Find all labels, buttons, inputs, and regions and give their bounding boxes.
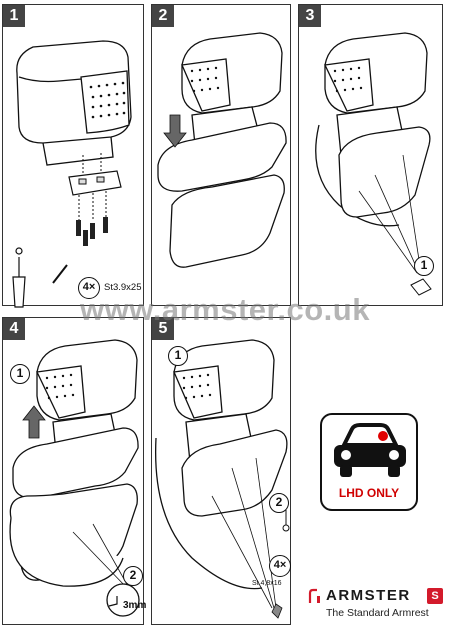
armrest-illustration <box>154 339 290 619</box>
step-number: 2 <box>152 5 174 27</box>
quantity-badge: 4× <box>269 555 291 577</box>
quantity-badge: 4× <box>78 277 100 299</box>
car-icon <box>334 423 406 477</box>
armrest-illustration <box>9 339 140 617</box>
armster-logo-icon <box>308 588 320 603</box>
step-number: 4 <box>3 318 25 340</box>
brand-badge: S <box>427 588 443 604</box>
callout-2: 2 <box>123 566 143 586</box>
step-number: 3 <box>299 5 321 27</box>
callout-1: 1 <box>414 256 434 276</box>
callout-1: 1 <box>10 364 30 384</box>
screw-spec: St 4,8x16 <box>252 580 282 587</box>
brand-name: ARMSTER <box>326 587 411 604</box>
screw-spec: St3.9x25 <box>104 282 142 293</box>
step-1-panel: 1 <box>2 4 144 308</box>
armrest-illustration <box>157 32 287 268</box>
step-4-panel: 4 1 2 3mm <box>2 317 147 625</box>
armrest-illustration <box>315 32 432 296</box>
step-3-panel: 3 1 <box>298 4 443 306</box>
brand-tagline: The Standard Armrest <box>326 607 429 619</box>
drill-size: 3mm <box>123 600 147 611</box>
step-number: 5 <box>152 318 174 340</box>
step-5-panel: 5 1 2 4× St 4,8x16 <box>151 317 291 625</box>
lhd-only-sign: LHD ONLY <box>320 413 418 511</box>
step-2-panel: 2 <box>151 4 291 306</box>
armster-brand: ARMSTER S The Standard Armrest <box>304 583 448 625</box>
callout-2: 2 <box>269 493 289 513</box>
driver-position-dot <box>378 431 388 441</box>
callout-1: 1 <box>168 346 188 366</box>
armrest-illustration <box>12 40 132 308</box>
lhd-label: LHD ONLY <box>338 486 400 500</box>
step-number: 1 <box>3 5 25 27</box>
